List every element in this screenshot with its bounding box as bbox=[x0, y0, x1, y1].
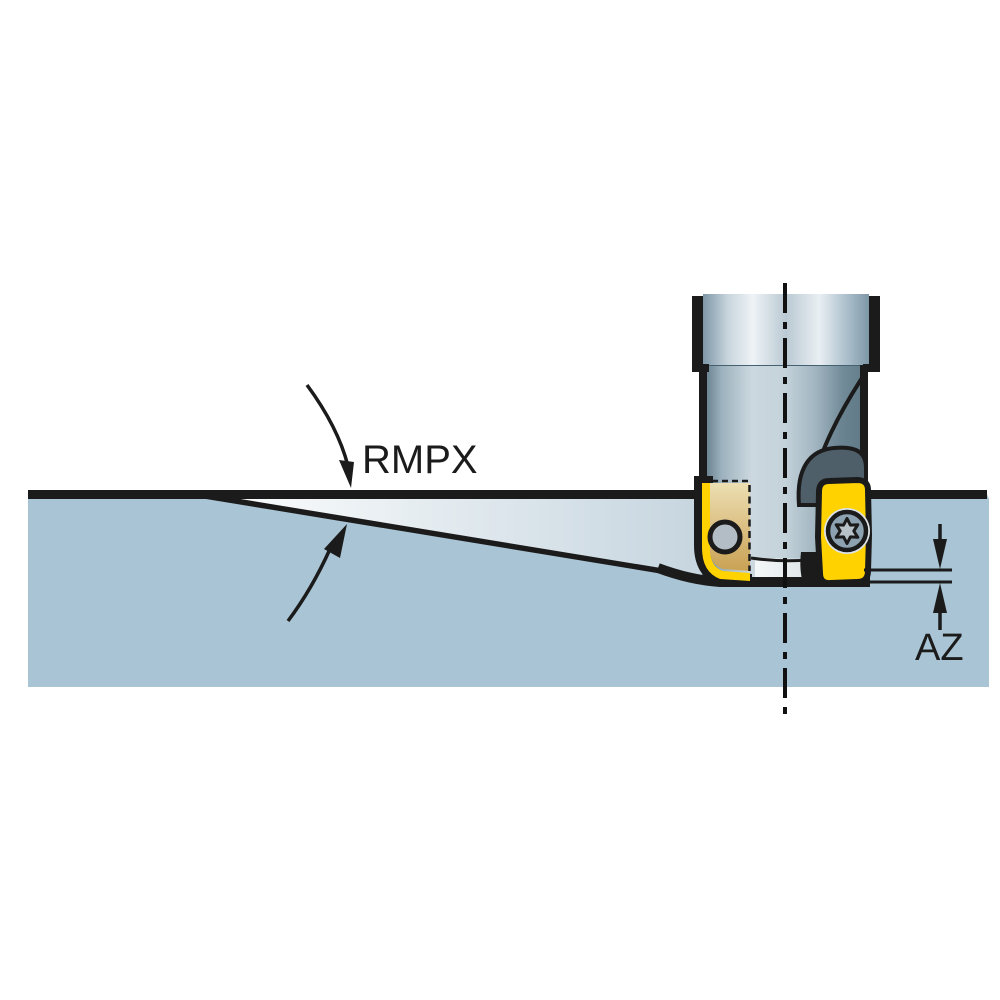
az-label: AZ bbox=[915, 627, 964, 669]
torx-screw-icon bbox=[834, 517, 860, 545]
az-arrow-lower-head bbox=[933, 583, 947, 613]
shank-outline-left bbox=[692, 296, 703, 372]
rmpx-arrow-lower-curve bbox=[286, 548, 332, 623]
body-outline-right bbox=[860, 365, 868, 495]
shank-outline-right bbox=[869, 296, 880, 372]
insert-near-pocket-notch bbox=[800, 552, 820, 585]
rmpx-arrow-upper-curve bbox=[305, 383, 350, 467]
insert-near-side bbox=[796, 445, 872, 587]
az-dimension: AZ bbox=[864, 524, 964, 669]
body-outline-left bbox=[699, 365, 707, 483]
shank-lip-right bbox=[863, 364, 880, 372]
rmpx-label: RMPX bbox=[362, 438, 478, 482]
rmpx-annotation: RMPX bbox=[286, 383, 478, 623]
ramp-line bbox=[204, 493, 669, 575]
insert-far-side bbox=[694, 476, 752, 586]
workpiece-surface-line-right bbox=[860, 490, 987, 499]
insert-far-screw-hole bbox=[707, 519, 743, 555]
rmpx-arrow-lower-head bbox=[324, 524, 347, 558]
workpiece-surface-line-left bbox=[28, 490, 704, 499]
workpiece bbox=[28, 492, 989, 687]
insert-far-edge bbox=[702, 483, 750, 581]
rmpx-arrow-upper-head bbox=[339, 460, 354, 488]
az-arrow-upper-head bbox=[933, 539, 947, 569]
